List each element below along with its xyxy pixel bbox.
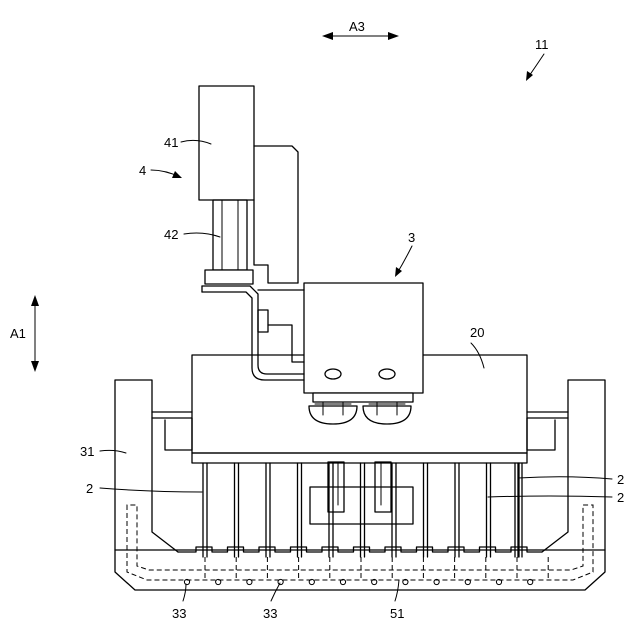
blades-2 xyxy=(203,463,522,557)
blade xyxy=(329,463,333,557)
drain-hole xyxy=(247,579,252,584)
label-2-left: 2 xyxy=(86,481,93,496)
label-42: 42 xyxy=(164,227,178,242)
blade xyxy=(266,463,270,557)
blade xyxy=(424,463,428,557)
label-4: 4 xyxy=(139,163,146,178)
label-3: 3 xyxy=(408,230,415,245)
blade xyxy=(455,463,459,557)
label-2-right-lower: 2 xyxy=(617,490,624,505)
actuator-4 xyxy=(199,86,304,380)
drain-hole xyxy=(528,579,533,584)
drain-hole xyxy=(278,579,283,584)
blade xyxy=(392,463,396,557)
drain-hole xyxy=(309,579,314,584)
label-33-left: 33 xyxy=(172,606,186,621)
blade xyxy=(361,463,365,557)
label-11: 11 xyxy=(535,37,549,52)
blade xyxy=(235,463,239,557)
blade xyxy=(203,463,207,557)
wheel-right xyxy=(363,402,411,424)
label-2-right-upper: 2 xyxy=(617,472,624,487)
hole-stems xyxy=(205,557,548,578)
blade xyxy=(487,463,491,557)
label-31: 31 xyxy=(80,444,94,459)
label-a1: A1 xyxy=(10,326,26,341)
label-33-mid: 33 xyxy=(263,606,277,621)
blade xyxy=(298,463,302,557)
blade xyxy=(515,463,519,557)
drain-hole xyxy=(216,579,221,584)
label-51: 51 xyxy=(390,606,404,621)
rod-42 xyxy=(213,200,247,270)
inner-mechanism xyxy=(310,462,413,524)
wheel-left xyxy=(309,402,357,424)
label-41: 41 xyxy=(164,135,178,150)
direction-arrow-a1 xyxy=(31,295,39,372)
label-20: 20 xyxy=(470,325,484,340)
carriage-3 xyxy=(304,283,423,424)
label-a3: A3 xyxy=(349,19,365,34)
